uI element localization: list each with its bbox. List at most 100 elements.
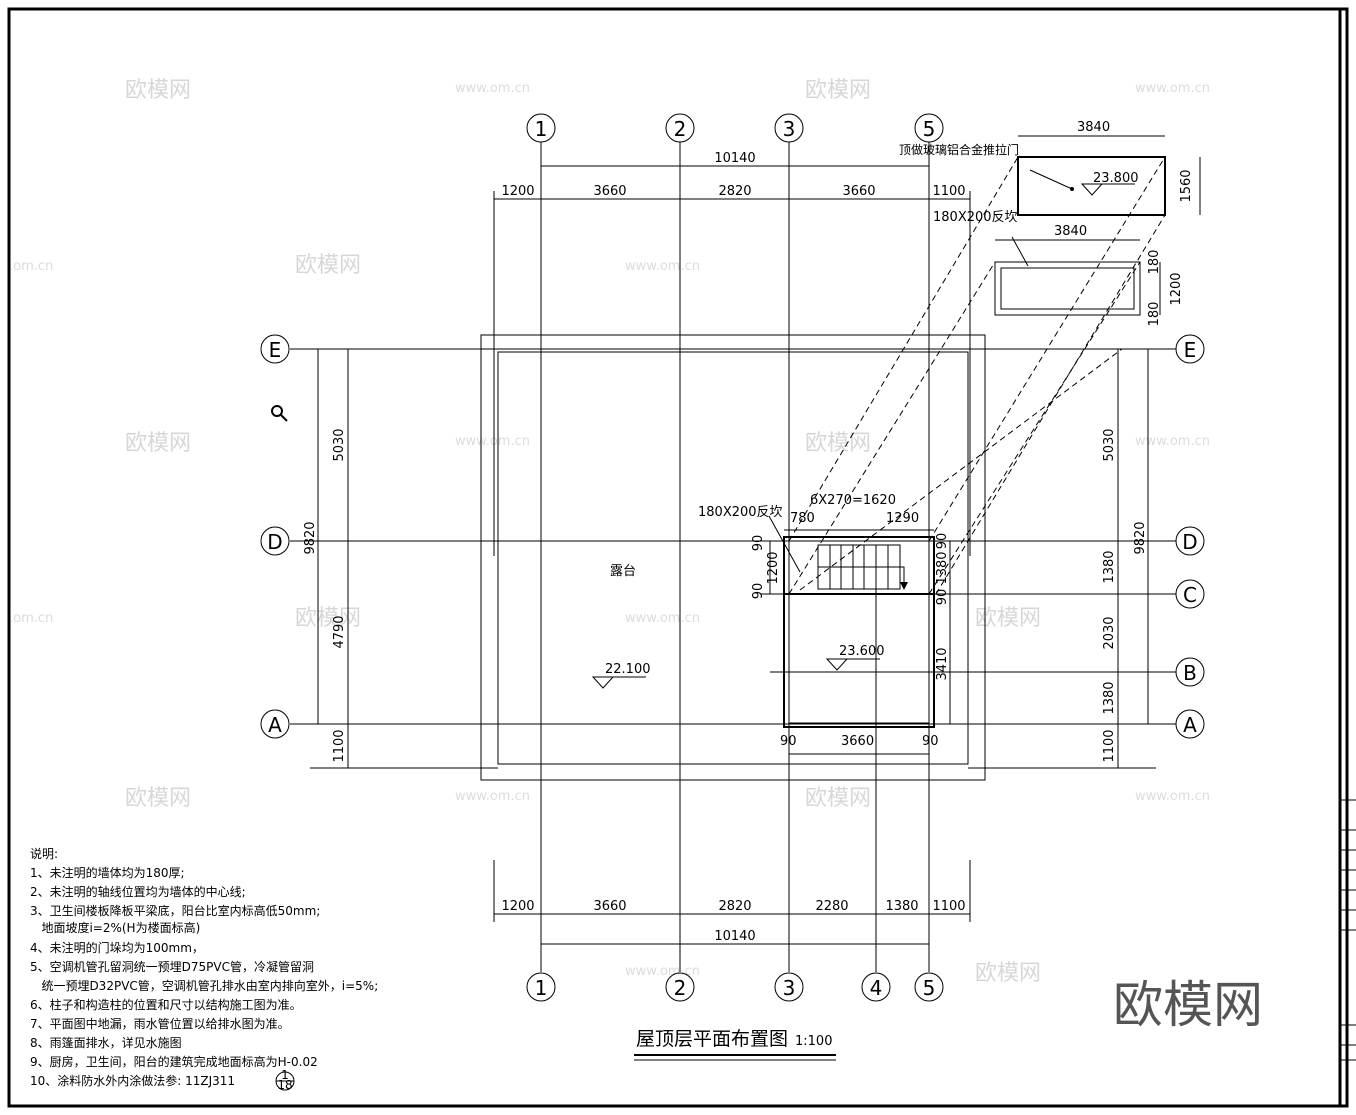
detail-door-note: 顶做玻璃铝合金推拉门 (899, 142, 1019, 157)
detail-width-1: 3840 (1077, 120, 1110, 135)
elevation-markers (591, 169, 1135, 689)
note-line: 5、空调机管孔留洞统一预埋D75PVC管，冷凝管留洞 (30, 959, 314, 974)
stair-enclosure-inner (788, 540, 930, 724)
watermark-text: 欧模网 (125, 431, 191, 456)
axis-label-a-right: A (1183, 713, 1197, 737)
note-line: 地面坡度i=2%(H为楼面标高) (30, 920, 200, 935)
watermark-text: 欧模网 (975, 606, 1041, 631)
watermark-url: www.om.cn (455, 434, 530, 449)
note-line: 统一预埋D32PVC管，空调机管孔排水由室内排向室外，i=5%; (30, 978, 378, 993)
dim-bottom-4: 2280 (815, 899, 848, 914)
detail-height-2: 1200 (1169, 272, 1184, 305)
detail-elevation: 23.800 (1093, 171, 1139, 186)
beam-detail-block (994, 261, 1141, 316)
dim-stair-1200: 1200 (766, 551, 781, 584)
watermark-text: 欧模网 (805, 78, 871, 103)
axis-bubbles-bottom (526, 972, 944, 1002)
dim-top-5: 1100 (932, 184, 965, 199)
axis-label-5-top: 5 (923, 117, 936, 141)
dim-stair-height: 3410 (935, 647, 950, 680)
axis-label-1-top: 1 (535, 117, 548, 141)
detail-width-2: 3840 (1054, 224, 1087, 239)
dim-stair-right: 1290 (886, 511, 919, 526)
dim-stair-bottom-right: 90 (922, 734, 939, 749)
watermarks: 欧模网 www.om.cn 欧模网 www.om.cn .om.cn 欧模网 w… (9, 78, 1210, 986)
dim-right-2: 1380 (1102, 550, 1117, 583)
note-line: 10、涂料防水外内涂做法参: 11ZJ311 (30, 1073, 235, 1088)
room-label-terrace: 露台 (610, 564, 636, 579)
watermark-text: 欧模网 (125, 78, 191, 103)
drawing-scale: 1:100 (795, 1034, 832, 1049)
axis-label-3-top: 3 (783, 117, 796, 141)
note-line: 9、厨房，卫生间，阳台的建筑完成地面标高为H-0.02 (30, 1054, 318, 1069)
watermark-url: www.om.cn (625, 964, 700, 979)
axis-label-c-right: C (1183, 583, 1197, 607)
roof-detail-block (1017, 156, 1166, 216)
watermark-text: 欧模网 (125, 786, 191, 811)
magnifier-icon[interactable] (271, 405, 288, 422)
elevation-stair: 23.600 (839, 644, 885, 659)
watermark-text: 欧模网 (295, 253, 361, 278)
watermark-url: www.om.cn (455, 789, 530, 804)
note-line: 1、未注明的墙体均为180厚; (30, 865, 185, 880)
dim-stair-90a: 90 (751, 535, 766, 552)
parapet-inner-edge (497, 351, 969, 765)
watermark-text: 欧模网 (295, 606, 361, 631)
horizontal-axis-lines (290, 348, 1176, 725)
detail-ref-bottom: 18 (277, 1078, 292, 1092)
dim-right-3: 2030 (1102, 616, 1117, 649)
watermark-url: .om.cn (9, 611, 53, 626)
axis-label-2-top: 2 (674, 117, 687, 141)
dim-right-total: 9820 (1133, 521, 1148, 554)
dimension-lines (310, 135, 1201, 945)
dim-right-1: 5030 (1102, 428, 1117, 461)
watermark-url: .om.cn (9, 259, 53, 274)
dim-bottom-total: 10140 (714, 929, 755, 944)
axis-label-4-bottom: 4 (870, 976, 883, 1000)
stair-flight (817, 544, 908, 590)
dim-left-2: 4790 (332, 615, 347, 648)
elevation-main: 22.100 (605, 662, 651, 677)
dim-top-total: 10140 (714, 151, 755, 166)
axis-label-b-right: B (1183, 661, 1197, 685)
dim-stair-left: 780 (790, 511, 815, 526)
watermark-text: 欧模网 (805, 431, 871, 456)
dim-stair-1380: 1380 (935, 551, 950, 584)
notes-heading: 说明: (30, 846, 58, 861)
note-line: 8、雨篷面排水，详见水施图 (30, 1035, 182, 1050)
note-line: 4、未注明的门垛均为100mm， (30, 940, 204, 955)
watermark-url: www.om.cn (1135, 789, 1210, 804)
watermark-text: 欧模网 (975, 961, 1041, 986)
axis-bubbles-top (526, 113, 944, 143)
watermark-url: www.om.cn (455, 81, 530, 96)
projection-lines (788, 156, 1166, 595)
axis-label-e-right: E (1184, 338, 1197, 362)
dim-stair-90b: 90 (751, 583, 766, 600)
dim-left-3: 1100 (332, 729, 347, 762)
dim-bottom-6: 1100 (932, 899, 965, 914)
dim-stair-90c: 90 (935, 533, 950, 550)
detail-180-b: 180 (1147, 302, 1162, 327)
dim-top-2: 3660 (593, 184, 626, 199)
note-line: 7、平面图中地漏，雨水管位置以给排水图为准。 (30, 1016, 290, 1031)
dim-top-1: 1200 (501, 184, 534, 199)
dim-right-5: 1100 (1102, 729, 1117, 762)
watermark-url: www.om.cn (625, 259, 700, 274)
beam-label: 180X200反坎 (698, 505, 783, 520)
beam-detail-inner (1000, 267, 1135, 310)
axis-label-d-right: D (1182, 530, 1197, 554)
brand-watermark: 欧模网 (1113, 976, 1263, 1034)
axis-bubbles-right (1175, 334, 1205, 739)
vertical-axis-lines (540, 142, 930, 972)
watermark-url: www.om.cn (625, 611, 700, 626)
note-line: 3、卫生间楼板降板平梁底，阳台比室内标高低50mm; (30, 903, 320, 918)
axis-label-d-left: D (267, 530, 282, 554)
axis-label-5-bottom: 5 (923, 976, 936, 1000)
dim-stair-bottom: 3660 (841, 734, 874, 749)
dim-stair-run: 6X270=1620 (810, 493, 896, 508)
dim-left-total: 9820 (303, 521, 318, 554)
dim-left-1: 5030 (332, 428, 347, 461)
axis-label-3-bottom: 3 (783, 976, 796, 1000)
title-block-rows (1340, 799, 1356, 1061)
dim-stair-bottom-left: 90 (780, 734, 797, 749)
